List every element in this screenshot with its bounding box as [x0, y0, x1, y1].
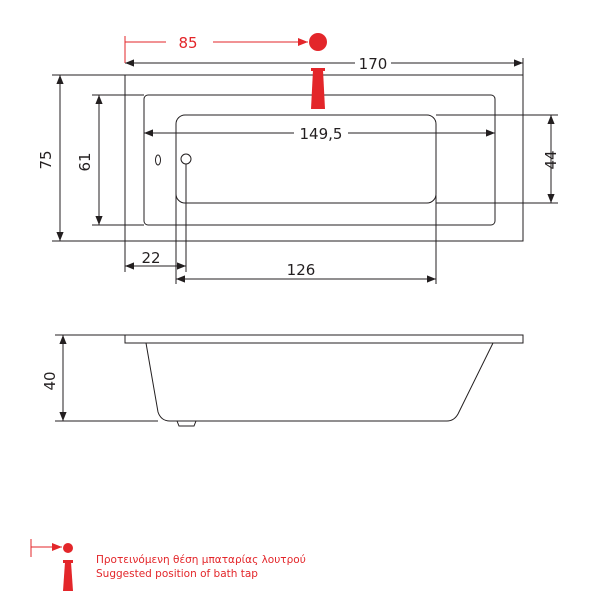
overflow-icon: [155, 154, 161, 166]
dim-height: 40: [41, 334, 158, 422]
dim-drain-offset: 22: [124, 164, 187, 272]
outer-rim: [124, 74, 524, 242]
side-tub-body: [145, 342, 494, 422]
drain-icon: [180, 153, 192, 165]
bath-tap-marker-icon: [309, 33, 327, 109]
dim-height-label: 40: [41, 371, 59, 390]
tub-bottom: [175, 114, 437, 204]
side-waste-outlet: [176, 420, 197, 427]
dim-overall-width: 75: [37, 74, 125, 242]
legend-label-english: Suggested position of bath tap: [96, 568, 258, 580]
top-view: 170 85 149,5 75: [37, 33, 560, 284]
dim-tap-offset-label: 85: [178, 34, 197, 52]
dim-overall-length-label: 170: [359, 55, 388, 73]
dim-bottom-width: 44: [436, 114, 560, 204]
side-rim: [124, 334, 524, 344]
legend-tap-icon: [30, 539, 73, 591]
dim-tap-offset: 85: [124, 34, 308, 63]
dim-bottom-length: 126: [175, 160, 437, 284]
dim-inner-width-label: 61: [76, 152, 94, 171]
legend-label-greek: Προτεινόμενη θέση μπαταρίας λουτρού: [96, 554, 306, 566]
legend: Προτεινόμενη θέση μπαταρίας λουτρού Sugg…: [30, 539, 306, 591]
dim-drain-offset-label: 22: [141, 249, 160, 267]
dim-inner-width: 61: [76, 94, 144, 226]
dim-bottom-length-label: 126: [287, 261, 316, 279]
side-view: 40: [41, 334, 524, 427]
dim-overall-length: 170: [125, 54, 524, 75]
dim-inner-length-label: 149,5: [300, 125, 343, 143]
dim-bottom-width-label: 44: [542, 150, 560, 169]
dim-overall-width-label: 75: [37, 150, 55, 169]
dim-inner-length: 149,5: [144, 124, 495, 143]
